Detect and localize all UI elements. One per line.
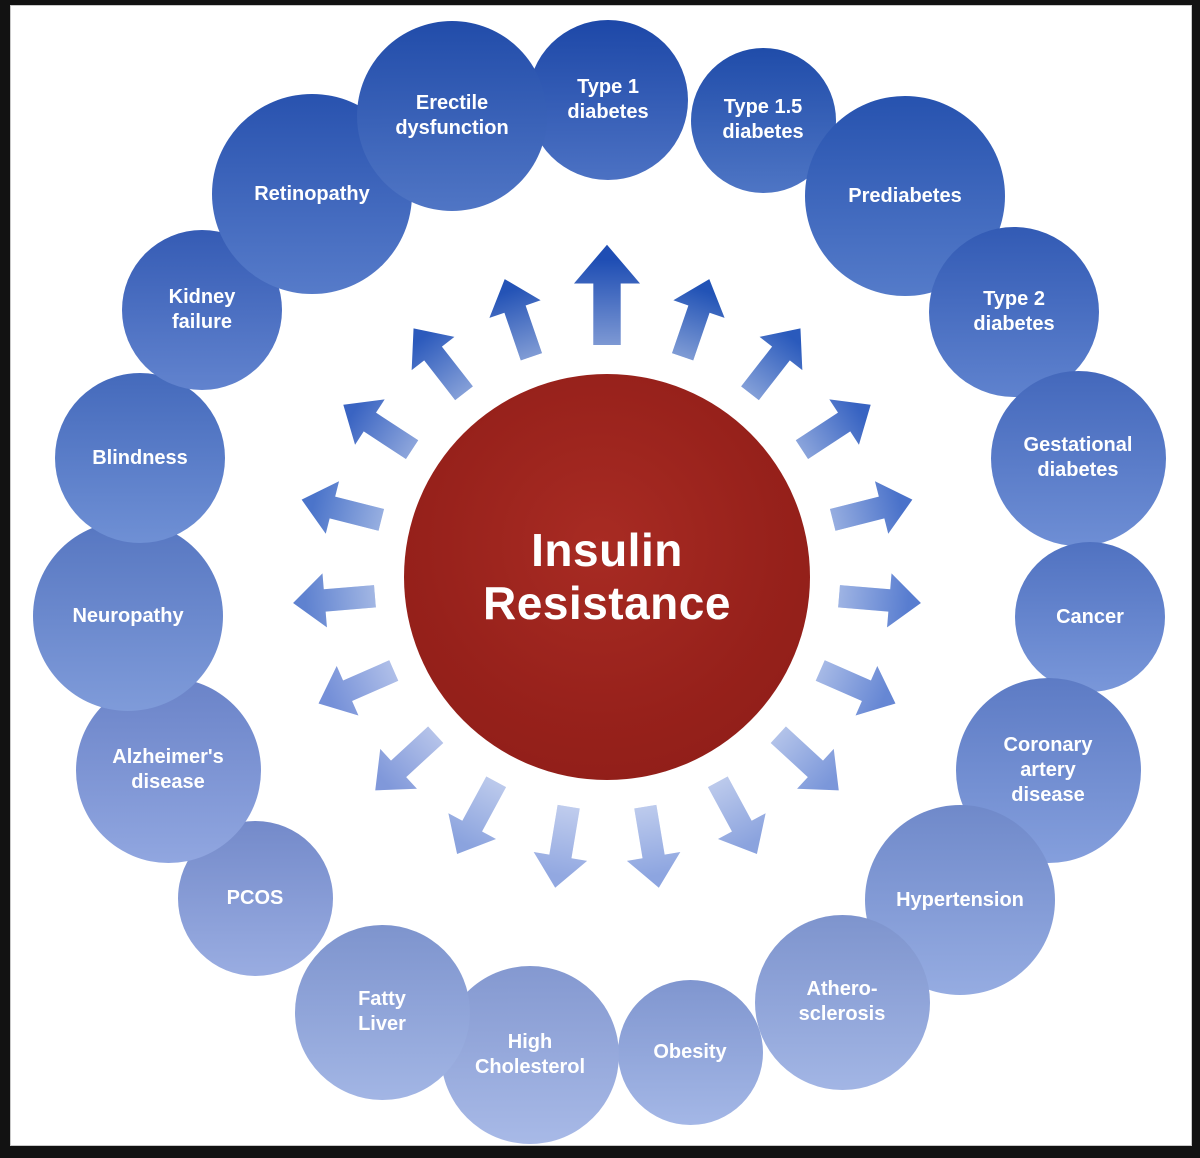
node-fatty-liver: Fatty Liver: [294, 924, 470, 1100]
node-label: Gestational diabetes: [1023, 434, 1133, 481]
node-prediabetes: Prediabetes: [805, 96, 1005, 296]
center-hub-insulin-resistance: Insulin Resistance: [404, 374, 810, 780]
node-label: Coronary artery disease: [1003, 733, 1093, 806]
node-label: Prediabetes: [848, 184, 962, 207]
arrow-icon: [353, 710, 459, 814]
arrow-icon: [724, 308, 825, 415]
arrow-icon: [477, 266, 560, 371]
arrow-icon: [304, 643, 411, 731]
hub-label: Insulin Resistance: [483, 524, 731, 629]
node-label: Fatty Liver: [358, 988, 406, 1035]
arrow-icon: [617, 796, 687, 896]
arrow-icon: [291, 472, 394, 549]
arrow-icon: [527, 796, 597, 896]
node-type-2-diabetes: Type 2 diabetes: [929, 227, 1099, 397]
node-neuropathy: Neuropathy: [33, 521, 223, 711]
arrow-icon: [804, 643, 911, 731]
node-label: Blindness: [92, 446, 188, 469]
node-label: Athero- sclerosis: [798, 978, 886, 1025]
arrow-icon: [755, 710, 861, 814]
node-label: Hypertension: [896, 888, 1024, 911]
arrow-icon: [690, 763, 783, 871]
node-label: Kidney failure: [168, 286, 236, 333]
arrow-icon: [431, 763, 524, 871]
arrow-icon: [325, 379, 433, 476]
node-atherosclerosis: Athero- sclerosis: [754, 914, 930, 1090]
arrow-icon: [820, 472, 923, 549]
node-label: Erectile dysfunction: [395, 92, 509, 139]
node-label: High Cholesterol: [474, 1031, 586, 1078]
node-label: Retinopathy: [254, 182, 370, 205]
node-label: Type 2 diabetes: [973, 288, 1055, 335]
node-type-1-diabetes: Type 1 diabetes: [528, 20, 688, 180]
node-label: Neuropathy: [72, 604, 184, 627]
node-label: Type 1 diabetes: [567, 76, 649, 123]
arrow-icon: [654, 266, 737, 371]
arrow-icon: [782, 379, 890, 476]
node-obesity: Obesity: [617, 979, 763, 1125]
node-high-cholesterol: High Cholesterol: [441, 966, 619, 1144]
arrow-icon: [389, 308, 490, 415]
node-label: PCOS: [226, 886, 284, 909]
node-blindness: Blindness: [55, 373, 225, 543]
node-label: Type 1.5 diabetes: [722, 96, 804, 143]
node-gestational-diabetes: Gestational diabetes: [990, 370, 1166, 546]
arrow-icon: [287, 568, 383, 631]
node-label: Obesity: [653, 1040, 727, 1063]
arrow-icon: [831, 568, 927, 631]
node-label: Alzheimer's disease: [112, 746, 224, 793]
arrow-icon: [573, 240, 641, 352]
node-erectile-dysfunction: Erectile dysfunction: [357, 21, 547, 211]
node-cancer: Cancer: [1015, 542, 1165, 692]
node-label: Cancer: [1056, 605, 1124, 628]
